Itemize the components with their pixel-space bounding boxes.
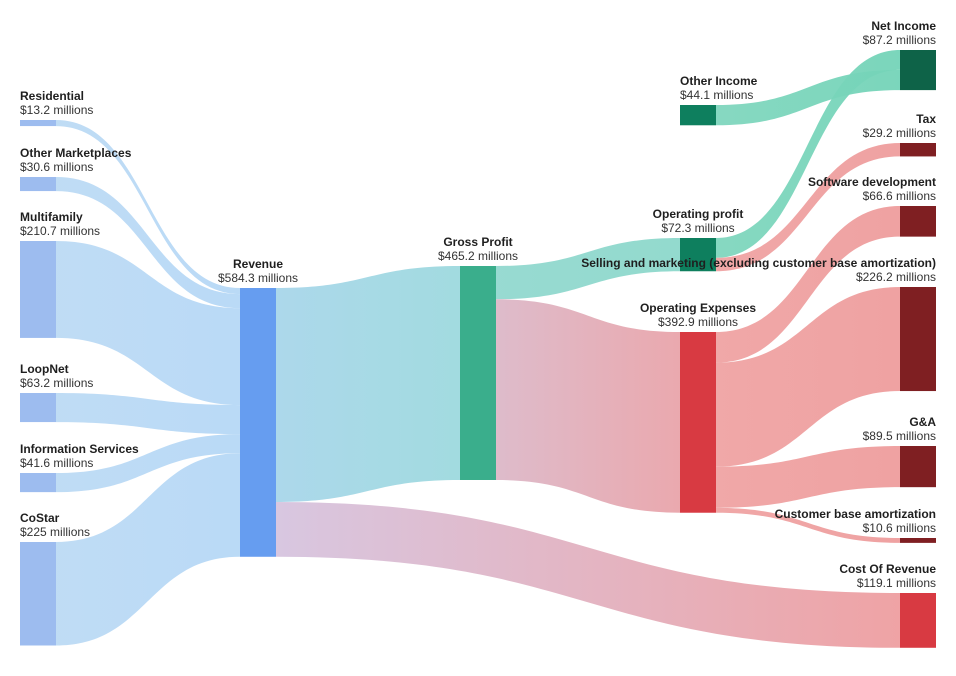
node-net-income[interactable] [900,50,936,91]
node-value-customer-base-amortization: $10.6 millions [863,521,936,535]
link-operating_expenses-to-software_development[interactable] [716,206,900,363]
link-multifamily-to-revenue[interactable] [56,241,240,406]
node-label-net-income: Net Income [871,19,936,33]
node-value-software-development: $66.6 millions [863,189,936,203]
link-revenue-to-cost_of_revenue[interactable] [276,501,900,648]
node-gross-profit[interactable] [460,266,496,480]
node-value-operating-expenses: $392.9 millions [658,315,738,329]
node-ga[interactable] [900,446,936,488]
node-value-operating-profit: $72.3 millions [661,221,734,235]
node-information-services[interactable] [20,473,56,493]
node-other-income[interactable] [680,105,716,126]
nodes-layer [20,50,936,648]
node-label-costar: CoStar [20,511,60,525]
node-value-gross-profit: $465.2 millions [438,249,518,263]
link-gross_profit-to-operating_profit[interactable] [496,238,680,300]
node-label-residential: Residential [20,89,84,103]
link-operating_expenses-to-selling_marketing[interactable] [716,287,900,467]
node-value-tax: $29.2 millions [863,126,936,140]
node-label-software-development: Software development [808,175,936,189]
node-value-loopnet: $63.2 millions [20,376,93,390]
node-multifamily[interactable] [20,241,56,338]
link-costar-to-revenue[interactable] [56,453,240,646]
node-value-costar: $225 millions [20,525,90,539]
node-label-revenue: Revenue [233,257,283,271]
link-operating_profit-to-tax[interactable] [716,143,900,272]
node-loopnet[interactable] [20,393,56,423]
links-layer [56,50,900,648]
link-operating_expenses-to-ga[interactable] [716,446,900,508]
node-value-revenue: $584.3 millions [218,271,298,285]
link-other_income-to-net_income[interactable] [716,69,900,126]
node-value-cost-of-revenue: $119.1 millions [857,576,936,590]
node-value-other-income: $44.1 millions [680,88,753,102]
node-label-operating-profit: Operating profit [653,207,744,221]
node-customer-base-amortization[interactable] [900,538,936,543]
link-operating_profit-to-net_income[interactable] [716,50,900,258]
node-software-development[interactable] [900,206,936,237]
node-value-ga: $89.5 millions [863,429,936,443]
node-tax[interactable] [900,143,936,157]
node-label-other-marketplaces: Other Marketplaces [20,146,132,160]
node-value-information-services: $41.6 millions [20,456,93,470]
node-label-cost-of-revenue: Cost Of Revenue [839,562,936,576]
node-label-information-services: Information Services [20,442,139,456]
node-label-customer-base-amortization: Customer base amortization [775,507,936,521]
node-other-marketplaces[interactable] [20,177,56,192]
node-value-other-marketplaces: $30.6 millions [20,160,93,174]
link-loopnet-to-revenue[interactable] [56,393,240,435]
node-label-selling-marketing: Selling and marketing (excluding custome… [581,256,936,270]
link-operating_expenses-to-customer_base_amortization[interactable] [716,507,900,543]
node-selling-marketing[interactable] [900,287,936,392]
link-revenue-to-gross_profit[interactable] [276,266,460,502]
node-value-net-income: $87.2 millions [863,33,936,47]
node-residential[interactable] [20,120,56,127]
node-cost-of-revenue[interactable] [900,593,936,648]
node-label-multifamily: Multifamily [20,210,83,224]
node-costar[interactable] [20,542,56,646]
node-label-tax: Tax [916,112,936,126]
node-value-multifamily: $210.7 millions [20,224,100,238]
link-information_services-to-revenue[interactable] [56,434,240,493]
node-label-ga: G&A [909,415,936,429]
node-label-gross-profit: Gross Profit [443,235,512,249]
node-label-other-income: Other Income [680,74,758,88]
node-value-selling-marketing: $226.2 millions [856,270,936,284]
node-operating-expenses[interactable] [680,332,716,513]
node-revenue[interactable] [240,288,276,557]
link-other_marketplaces-to-revenue[interactable] [56,177,240,309]
node-value-residential: $13.2 millions [20,103,93,117]
node-operating-profit[interactable] [680,238,716,272]
link-residential-to-revenue[interactable] [56,120,240,295]
node-label-operating-expenses: Operating Expenses [640,301,756,315]
node-label-loopnet: LoopNet [20,362,69,376]
link-gross_profit-to-operating_expenses[interactable] [496,299,680,513]
